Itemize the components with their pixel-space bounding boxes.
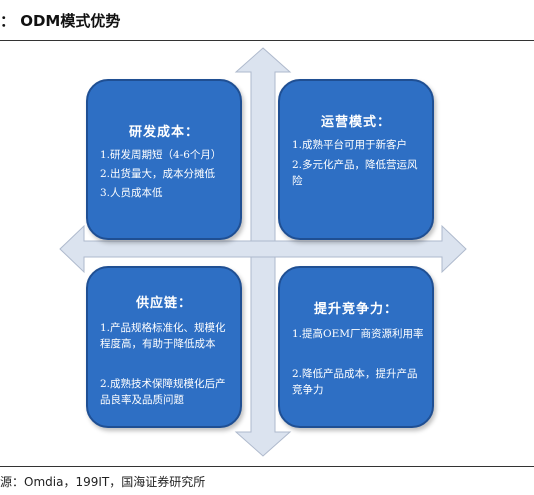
quadrant-title: 供应链： [135,296,192,311]
quadrant-item: 1.成熟平台可用于新客户 [292,139,408,151]
source-note: 源：Omdia，199IT，国海证券研究所 [0,475,206,489]
quadrant-title: 运营模式： [320,115,391,130]
quadrant-rd-cost: 研发成本： 1.研发周期短（4-6个月） 2.出货量大，成本分摊低 3.人员成本… [86,79,242,240]
quadrant-item: 2.出货量大，成本分摊低 [100,168,216,180]
quadrant-title: 提升竞争力： [313,302,398,317]
figure-title: ： ODM模式优势 [0,12,121,30]
quadrant-item: 1.研发周期短（4-6个月） [100,149,222,161]
quadrant-item: 2.降低产品成本，提升产品竞争力 [292,368,418,396]
quadrant-item: 1.提高OEM厂商资源利用率 [292,328,424,340]
top-rule [0,40,534,41]
quadrant-item: 2.成熟技术保障规模化后产品良率及品质问题 [100,378,226,406]
quadrant-item: 2.多元化产品，降低营运风险 [292,159,418,187]
quadrant-operation-mode: 运营模式： 1.成熟平台可用于新客户 2.多元化产品，降低营运风险 [278,79,434,240]
quadrant-item: 1.产品规格标准化、规模化程度高，有助于降低成本 [100,322,226,350]
quadrant-title: 研发成本： [128,125,199,140]
horizontal-arrow [59,224,467,274]
quadrant-competitiveness: 提升竞争力： 1.提高OEM厂商资源利用率 2.降低产品成本，提升产品竞争力 [278,266,434,428]
bottom-rule [0,466,534,467]
quadrant-item: 3.人员成本低 [100,187,163,199]
quadrant-supply-chain: 供应链： 1.产品规格标准化、规模化程度高，有助于降低成本 2.成熟技术保障规模… [86,266,242,428]
